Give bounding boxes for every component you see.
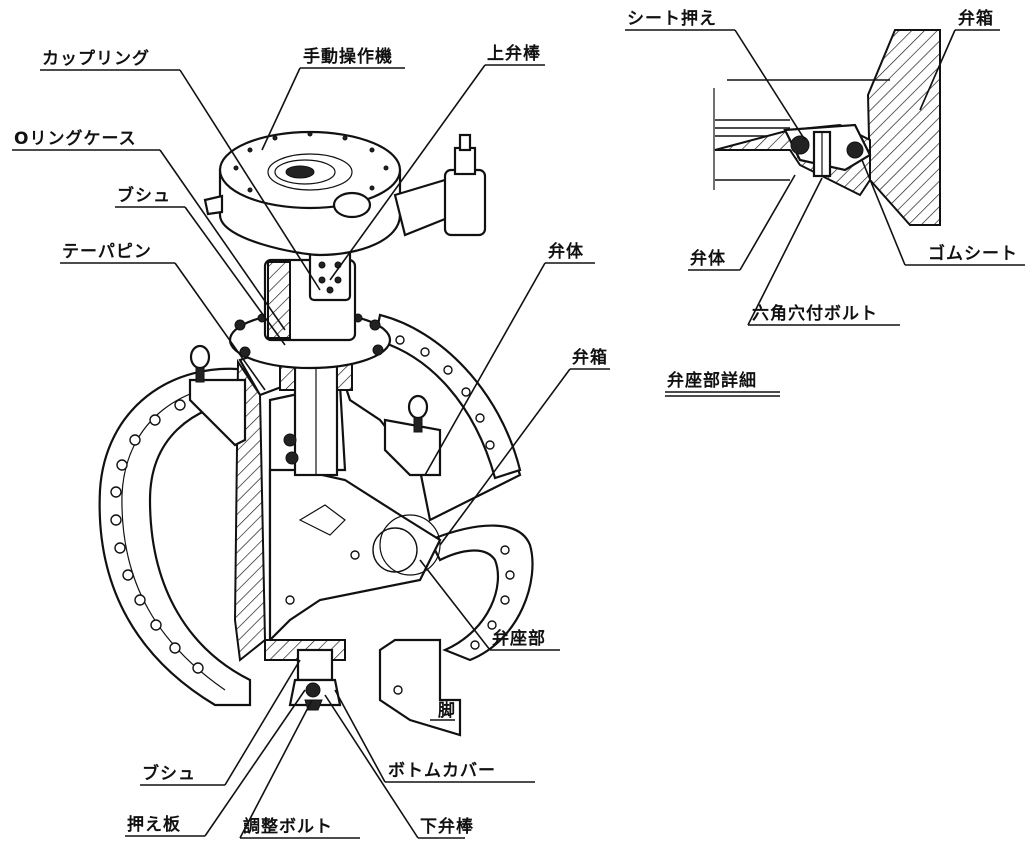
- label-coupling: カップリング: [42, 48, 150, 69]
- lifting-lugs: [188, 344, 442, 477]
- lower-flange-bolt-holes: [470, 545, 515, 650]
- seat-detail-drawing: [713, 29, 941, 226]
- label-bush-top: ブシュ: [117, 185, 171, 206]
- label-taper-pin: テーパピン: [62, 242, 152, 262]
- label-lower-stem: 下弁棒: [420, 816, 474, 837]
- label-adjust-bolt: 調整ボルト: [243, 816, 333, 837]
- detail-labels: シート押え 弁箱 弁体 ゴムシート 六角穴付ボルト 弁座部詳細: [627, 8, 1018, 391]
- label-o-ring-case: Oリングケース: [14, 128, 137, 149]
- detail-label-rubber-seat: ゴムシート: [928, 243, 1018, 264]
- part-labels: カップリング 手動操作機 上弁棒 Oリングケース ブシュ テーパピン 弁体 弁箱…: [14, 43, 608, 837]
- valve-drawing: [98, 130, 534, 737]
- label-leg: 脚: [438, 700, 456, 721]
- label-bush-bottom: ブシュ: [142, 763, 196, 784]
- right-flange-bolt-holes: [395, 335, 495, 450]
- label-retainer-plate: 押え板: [127, 814, 181, 835]
- label-valve-disc: 弁体: [548, 241, 584, 262]
- leader-lines: [12, 29, 1025, 839]
- label-valve-seat: 弁座部: [492, 628, 546, 649]
- manual-operator-box: [203, 130, 487, 257]
- detail-label-valve-disc: 弁体: [690, 248, 726, 269]
- detail-label-valve-box: 弁箱: [958, 8, 994, 29]
- label-upper-stem: 上弁棒: [487, 43, 541, 64]
- valve-disc-shape: [268, 468, 442, 643]
- detail-label-seat-retainer: シート押え: [627, 8, 717, 29]
- label-valve-box: 弁箱: [572, 347, 608, 368]
- label-bottom-cover: ボトムカバー: [388, 761, 496, 781]
- detail-label-hex-socket-bolt: 六角穴付ボルト: [752, 303, 878, 324]
- label-manual-operator: 手動操作機: [303, 46, 393, 67]
- operator-cover-screws: [233, 131, 389, 193]
- detail-title: 弁座部詳細: [667, 370, 757, 391]
- leg-bracket: [378, 638, 462, 737]
